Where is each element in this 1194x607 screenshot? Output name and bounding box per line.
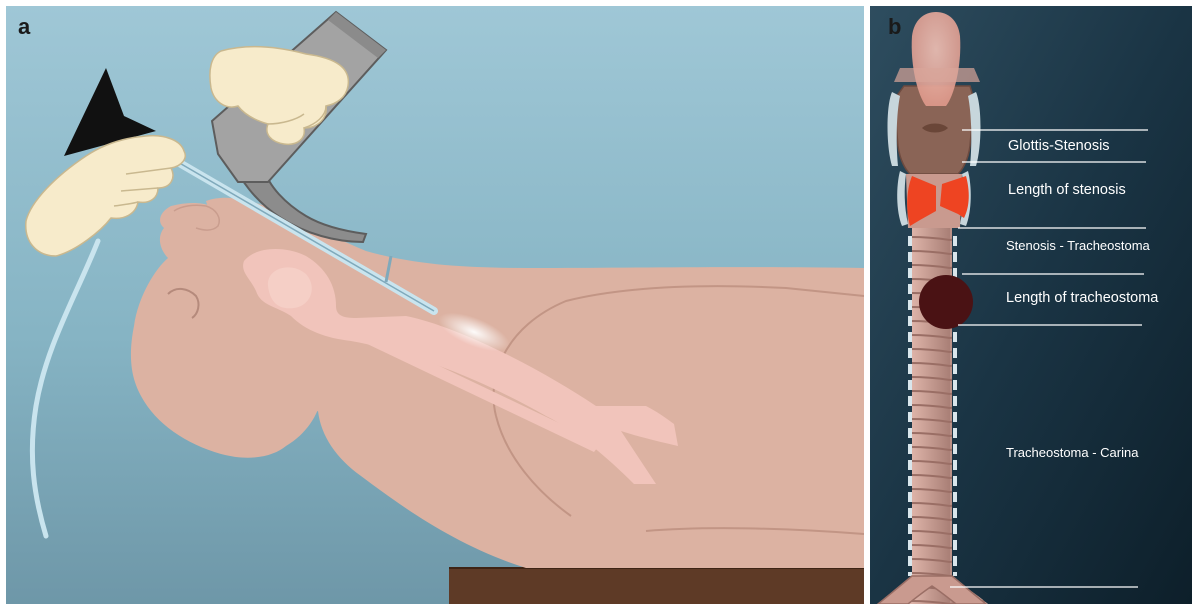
label-length-of-stenosis: Length of stenosis: [1008, 182, 1126, 198]
label-stenosis-tracheostoma: Stenosis - Tracheostoma: [1006, 238, 1150, 253]
intubation-scene: [6, 6, 864, 604]
tracheostoma: [919, 275, 973, 329]
label-tracheostoma-carina: Tracheostoma - Carina: [1006, 445, 1138, 460]
panel-a-intubation-illustration: a: [6, 6, 864, 604]
operating-table: [449, 568, 864, 604]
panel-b-airway-measurements: b Glottis-Stenosis Length of stenosis St…: [870, 6, 1192, 604]
panel-a-letter: a: [18, 14, 30, 40]
label-length-of-tracheostoma: Length of tracheostoma: [1006, 290, 1158, 306]
label-glottis-stenosis: Glottis-Stenosis: [1008, 138, 1110, 154]
panel-b-letter: b: [888, 14, 901, 40]
